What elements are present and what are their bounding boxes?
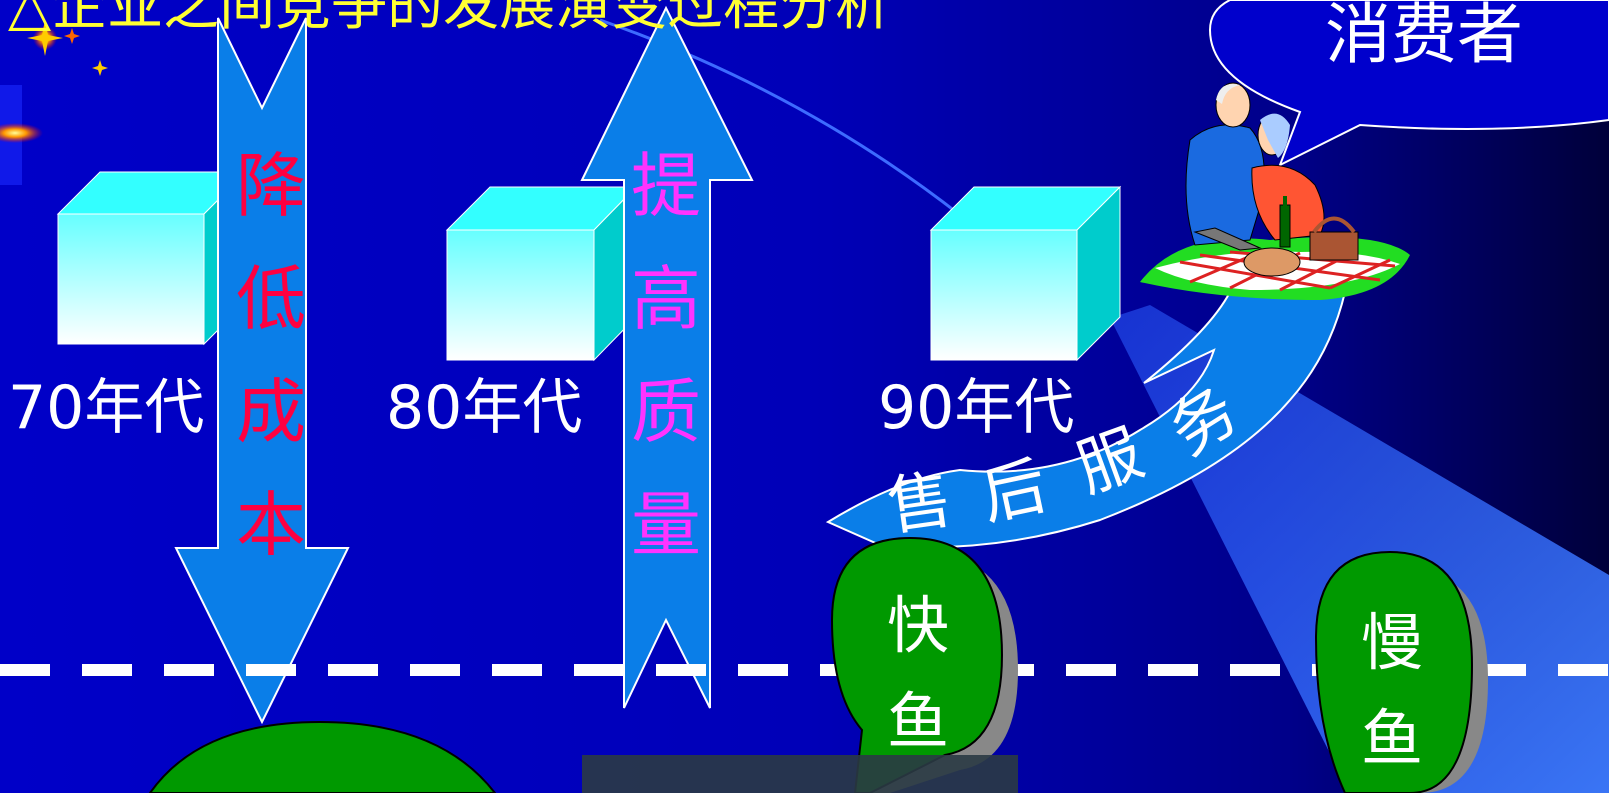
service-char: 售 bbox=[883, 462, 957, 546]
cube-80s bbox=[445, 185, 638, 362]
decade-label-80s: 80年代 bbox=[386, 373, 583, 443]
improve-quality-arrow bbox=[580, 5, 754, 709]
couple-picnic-illustration bbox=[1140, 82, 1410, 300]
consumer-bubble bbox=[1208, 0, 1609, 168]
improve-quality-char: 提 bbox=[631, 145, 701, 227]
reduce-cost-label: 降 低 成 本 bbox=[231, 130, 311, 582]
slow-fish-bubble bbox=[1314, 550, 1488, 793]
slide-title: △企业之间竞争的发展演变过程分析 bbox=[8, 0, 892, 38]
consumer-label: 消费者 bbox=[1325, 0, 1523, 73]
fast-fish-label: 快 鱼 bbox=[878, 578, 958, 770]
decade-label-90s: 90年代 bbox=[878, 373, 1075, 443]
cube-90s bbox=[929, 185, 1122, 362]
after-sales-service-arrow bbox=[825, 291, 1347, 549]
fast-fish-char: 快 bbox=[886, 589, 949, 662]
reduce-cost-arrow bbox=[174, 17, 350, 725]
sparkle-icon bbox=[0, 20, 108, 185]
photo-thumbnail bbox=[582, 755, 1018, 793]
improve-quality-char: 量 bbox=[631, 484, 701, 566]
improve-quality-char: 质 bbox=[631, 371, 701, 453]
reduce-cost-char: 成 bbox=[236, 371, 306, 453]
decade-label-70s: 70年代 bbox=[8, 373, 205, 443]
bottom-bubble bbox=[148, 720, 497, 793]
slow-fish-char: 鱼 bbox=[1360, 702, 1423, 775]
fast-fish-bubble bbox=[830, 536, 1018, 793]
reduce-cost-char: 降 bbox=[236, 145, 306, 227]
reduce-cost-char: 低 bbox=[236, 258, 306, 340]
fast-fish-char: 鱼 bbox=[886, 685, 949, 758]
slow-fish-char: 慢 bbox=[1360, 606, 1423, 679]
slow-fish-label: 慢 鱼 bbox=[1352, 595, 1432, 787]
improve-quality-label: 提 高 质 量 bbox=[626, 130, 706, 582]
reduce-cost-char: 本 bbox=[236, 484, 306, 566]
service-char: 后 bbox=[975, 449, 1053, 535]
improve-quality-char: 高 bbox=[631, 258, 701, 340]
